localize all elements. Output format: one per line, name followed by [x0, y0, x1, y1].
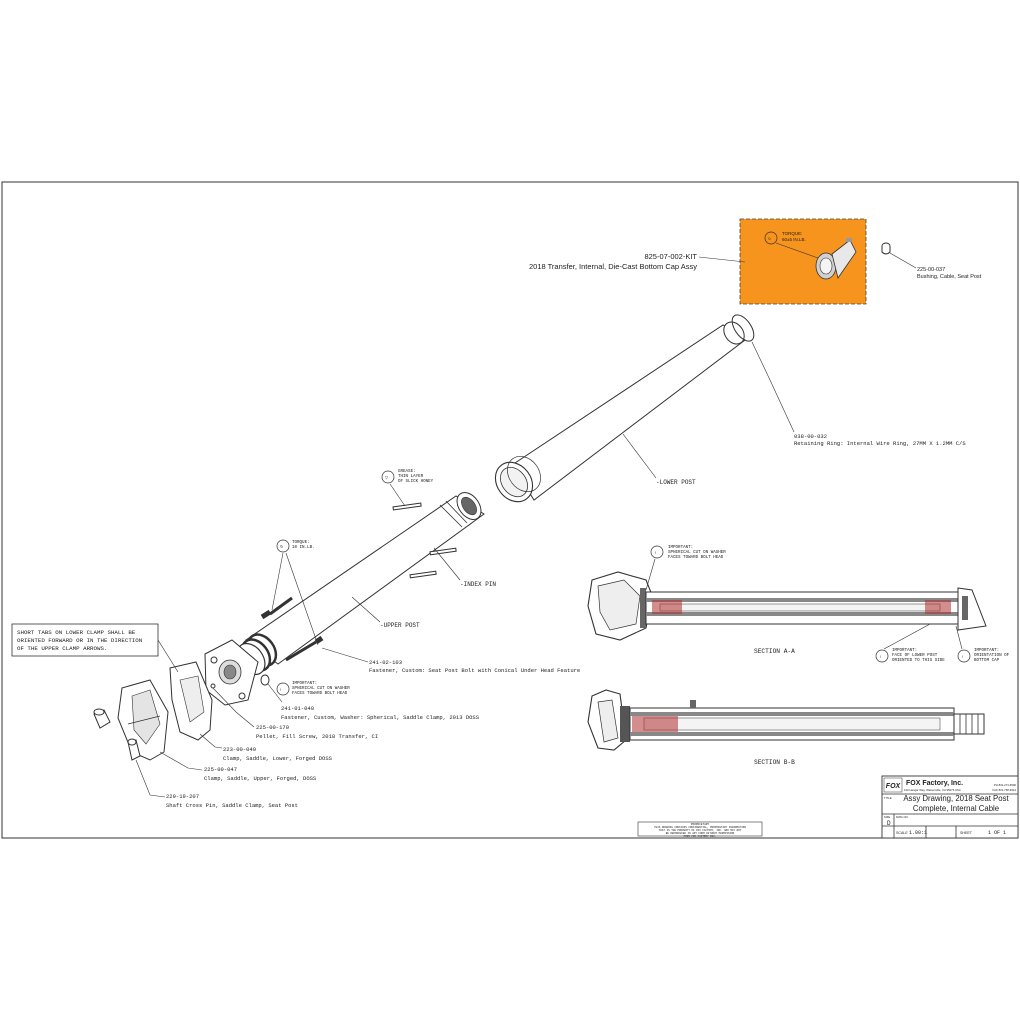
fox-logo [883, 777, 903, 793]
ring-description: Retaining Ring: Internal Wire Ring, 27MM… [794, 440, 966, 447]
section-a-note-face-1: IMPORTANT: [892, 649, 917, 653]
washer-note-2: SPHERICAL CUT ON WASHER [292, 687, 350, 691]
clamp-note-2: ORIENTED FORWARD OR IN THE DIRECTION [17, 637, 143, 644]
kit-description: 2018 Transfer, Internal, Die-Cast Bottom… [529, 262, 697, 271]
upper-clamp-part-number: 225-00-047 [204, 766, 237, 773]
notice-line-2: THIS DRAWING CONTAINS CONFIDENTIAL, PROP… [654, 826, 746, 829]
bolt-part-number: 241-02-103 [369, 659, 402, 666]
lower-clamp-part [169, 661, 213, 741]
svg-text:↻: ↻ [280, 544, 283, 549]
saddle-clamp-head-part [204, 639, 259, 706]
company-fax: FAX 831-768-9312 [993, 788, 1017, 792]
company-phone: PH 831-274-6500 [994, 783, 1017, 787]
pellet-description: Pellet, Fill Screw, 2018 Transfer, CI [256, 733, 378, 740]
seat-post-bolt-parts [260, 596, 324, 662]
lower-post-label: -LOWER POST [656, 479, 696, 486]
section-a-note-top-2: SPHERICAL CUT ON WASHER [668, 551, 726, 555]
section-a-note-face-3: ORIENTED TO THIS SIDE [892, 659, 945, 663]
washer-description: Fastener, Custom, Washer: Spherical, Sad… [281, 714, 480, 721]
index-pin-parts [392, 502, 457, 579]
size-value: D [887, 820, 891, 827]
bottom-cap-kit-highlight: ↻ TORQUE: 60±5 IN.LB. [739, 218, 867, 305]
cross-pin-part-number: 229-19-207 [166, 793, 199, 800]
section-b-view [587, 689, 985, 751]
section-a-note-top-3: FACES TOWARD BOLT HEAD [668, 556, 724, 560]
kit-torque-value: 60±5 IN.LB. [782, 237, 806, 242]
drawing-title-line-1: Assy Drawing, 2018 Seat Post [903, 794, 1009, 803]
spherical-washer-part [260, 674, 270, 686]
grease-note-3: OF SLICK HONEY [398, 480, 434, 484]
retaining-ring-part [731, 314, 755, 342]
notice-line-5: FROM FOX FACTORY INC. [684, 835, 717, 838]
washer-note-1: IMPORTANT: [292, 682, 317, 686]
sheet-label: SHEET [960, 831, 973, 835]
notice-line-3: THAT IS THE PROPERTY OF FOX FACTORY, INC… [659, 829, 742, 832]
section-a-note-cap-2: ORIENTATION OF [974, 654, 1010, 658]
bushing-description: Bushing, Cable, Seat Post [917, 274, 982, 280]
clamp-note-3: OF THE UPPER CLAMP ARROWS. [17, 645, 107, 652]
torque-upper-1: TORQUE: [292, 541, 310, 545]
upper-post-part [236, 492, 485, 676]
proprietary-notice: PROPRIETARY THIS DRAWING CONTAINS CONFID… [637, 821, 763, 838]
cable-bushing-part [881, 242, 891, 255]
bolt-description: Fastener, Custom: Seat Post Bolt with Co… [369, 667, 580, 674]
sheet-value: 1 OF 1 [988, 830, 1006, 836]
upper-post-label: -UPPER POST [380, 622, 420, 629]
washer-note-3: FACES TOWARD BOLT HEAD [292, 692, 348, 696]
clamp-note-box [11, 623, 159, 657]
svg-text:!: ! [280, 687, 281, 692]
svg-text:!: ! [880, 654, 881, 659]
section-a-note-cap-1: IMPORTANT: [974, 649, 999, 653]
clamp-note-1: SHORT TABS ON LOWER CLAMP SHALL BE [17, 629, 136, 636]
section-a-view [587, 571, 987, 641]
lower-clamp-part-number: 223-00-049 [223, 746, 256, 753]
section-a-note-top-1: IMPORTANT: [668, 546, 693, 550]
section-b-label: SECTION B-B [754, 759, 795, 766]
scale-value: 1.00:1 [909, 830, 927, 836]
section-a-note-cap-3: BOTTOM CAP [974, 659, 1000, 663]
washer-part-number: 241-01-040 [281, 705, 314, 712]
bushing-part-number: 225-00-037 [917, 267, 945, 273]
drawing-title-line-2: Complete, Internal Cable [913, 804, 999, 813]
scale-label: SCALE [896, 831, 908, 835]
torque-upper-2: 10 IN.LB. [292, 546, 315, 550]
fox-logo-text: FOX [886, 783, 902, 790]
dwg-no-label: DWG NO. [896, 815, 909, 819]
cross-pin-description: Shaft Cross Pin, Saddle Clamp, Seat Post [166, 802, 298, 809]
section-a-label: SECTION A-A [754, 648, 795, 655]
svg-text:!: ! [655, 550, 656, 555]
svg-text:!: ! [962, 654, 963, 659]
title-label: TITLE [884, 796, 892, 800]
kit-torque-label: TORQUE: [782, 231, 802, 236]
ring-part-number: 038-00-032 [794, 433, 827, 440]
kit-part-number: 825-07-002-KIT [644, 252, 697, 261]
svg-text:↻: ↻ [768, 237, 771, 241]
cross-pin-parts [93, 708, 141, 761]
size-label: SIZE [884, 815, 890, 819]
section-a-note-face-2: FACE OF LOWER POST [892, 654, 938, 658]
svg-text:▽: ▽ [385, 475, 389, 480]
grease-note-1: GREASE: [398, 470, 416, 474]
company-name: FOX Factory, Inc. [906, 780, 963, 787]
company-address: 130 Hangar Way, Watsonville, CA 95076 US… [904, 788, 961, 792]
index-pin-label: -INDEX PIN [460, 581, 496, 588]
notice-line-4: BE REPRODUCED IN ANY FORM WITHOUT PERMIS… [666, 832, 735, 835]
fill-screw-pellet-part [210, 683, 216, 689]
bottom-cap-part [815, 238, 857, 280]
pellet-part-number: 225-00-170 [256, 724, 289, 731]
upper-clamp-description: Clamp, Saddle, Upper, Forged, DOSS [204, 775, 317, 782]
notice-line-1: PROPRIETARY [691, 823, 710, 826]
grease-note-2: THIN LAYER [398, 475, 424, 479]
lower-clamp-description: Clamp, Saddle, Lower, Forged DOSS [223, 755, 333, 762]
title-block: FOX FOX Factory, Inc. 130 Hangar Way, Wa… [881, 775, 1019, 839]
